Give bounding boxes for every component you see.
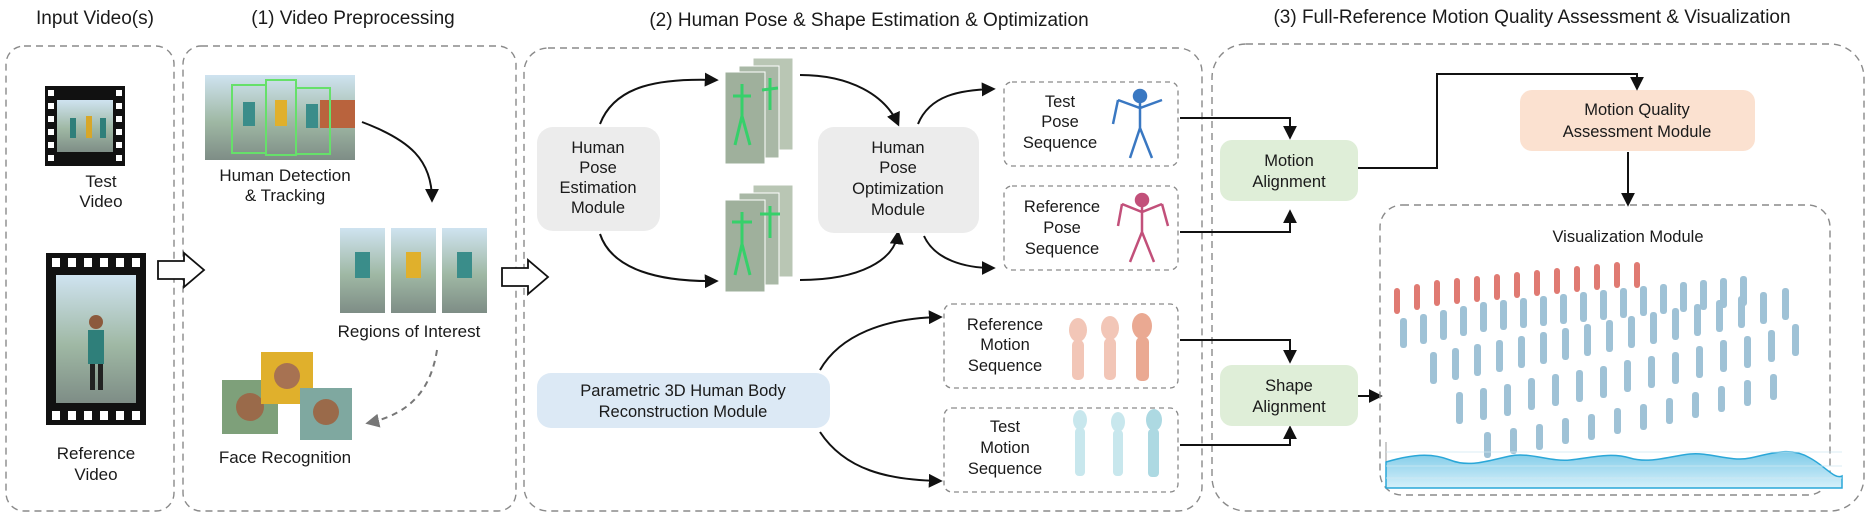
roi-label: Regions of Interest (338, 322, 481, 341)
test-skeleton-icon (1111, 88, 1163, 159)
arrow-hpo-to-test-pose-seq (917, 82, 996, 125)
test-pose-frames (724, 57, 794, 165)
human-detection-label-l2: & Tracking (245, 186, 325, 205)
face-recognition-images (222, 352, 352, 440)
shape-alignment-module (1220, 365, 1358, 426)
test-motion-sequence-box (943, 407, 1179, 493)
frame-pose-estimation (523, 47, 1203, 512)
test-motion-figures (1073, 409, 1162, 477)
mqa-label-l1: Motion Quality (1584, 101, 1690, 119)
p3d-label-l1: Parametric 3D Human Body (580, 382, 786, 400)
motion-quality-curve (1385, 442, 1843, 489)
ref-motion-seq-l1: Reference (967, 316, 1043, 334)
reference-motion-figures (1069, 313, 1152, 381)
ref-pose-seq-l3: Sequence (1025, 240, 1099, 258)
motion-quality-assessment-module (1520, 90, 1755, 151)
arrow-p3d-to-reference-motion (819, 310, 943, 371)
test-pose-seq-l1: Test (1045, 93, 1076, 111)
title-pose-shape-estimation: (2) Human Pose & Shape Estimation & Opti… (649, 10, 1088, 31)
dashed-arrow-roi-to-face (365, 349, 438, 428)
hpo-label-l4: Module (871, 201, 925, 219)
shape-alignment-l2: Alignment (1252, 398, 1326, 416)
hpe-label-l1: Human (571, 139, 624, 157)
title-motion-quality-assessment: (3) Full-Reference Motion Quality Assess… (1273, 7, 1790, 28)
hpe-label-l4: Module (571, 199, 625, 217)
ref-motion-seq-l2: Motion (980, 336, 1030, 354)
title-video-preprocessing: (1) Video Preprocessing (251, 8, 454, 29)
parametric-3d-body-module (537, 373, 830, 428)
p3d-label-l2: Reconstruction Module (599, 403, 768, 421)
reference-video-filmstrip (46, 253, 146, 425)
test-pose-seq-l3: Sequence (1023, 134, 1097, 152)
test-motion-seq-l3: Sequence (968, 460, 1042, 478)
human-pose-estimation-module (537, 127, 660, 231)
title-input-videos: Input Video(s) (36, 8, 154, 29)
detection-image (205, 75, 355, 160)
hpo-label-l2: Pose (879, 159, 917, 177)
motion-visualization-figures (1394, 262, 1799, 458)
regions-of-interest-images (340, 228, 487, 313)
arrow-detection-to-roi (361, 121, 439, 203)
hpe-label-l3: Estimation (559, 179, 636, 197)
reference-video-label-l2: Video (74, 465, 117, 484)
reference-motion-sequence-box (943, 303, 1179, 389)
reference-video-label-l1: Reference (57, 444, 135, 463)
mqa-label-l2: Assessment Module (1563, 123, 1712, 141)
arrow-motion-alignment-to-mqa (1358, 73, 1644, 169)
motion-alignment-l1: Motion (1264, 152, 1314, 170)
arrow-reference-motion-to-shape-alignment (1180, 339, 1297, 364)
human-pose-optimization-module (818, 127, 979, 233)
reference-skeleton-icon (1116, 192, 1170, 263)
hpe-label-l2: Pose (579, 159, 617, 177)
ref-motion-seq-l3: Sequence (968, 357, 1042, 375)
human-detection-label-l1: Human Detection (219, 166, 350, 185)
hpo-label-l3: Optimization (852, 180, 944, 198)
hollow-arrow-input-to-preprocessing (157, 251, 206, 289)
face-recognition-label: Face Recognition (219, 448, 351, 467)
test-motion-seq-l2: Motion (980, 439, 1030, 457)
arrow-hpe-to-reference-frames (599, 233, 719, 289)
frame-assessment (1211, 43, 1865, 512)
visualization-module-frame (1379, 204, 1831, 496)
test-video-label-l2: Video (79, 192, 122, 211)
visualization-module-label: Visualization Module (1552, 228, 1703, 246)
arrow-reference-pose-to-motion-alignment (1180, 209, 1297, 233)
arrow-hpe-to-test-frames (599, 72, 719, 125)
motion-alignment-l2: Alignment (1252, 173, 1326, 191)
test-pose-sequence-box (1003, 81, 1179, 167)
reference-pose-frames (724, 184, 794, 293)
arrow-hpo-to-reference-pose-seq (923, 235, 996, 275)
motion-alignment-module (1220, 140, 1358, 201)
hollow-arrow-preprocessing-to-pose (501, 258, 550, 296)
test-pose-seq-l2: Pose (1041, 113, 1079, 131)
test-video-label-l1: Test (85, 172, 116, 191)
arrow-p3d-to-test-motion (819, 431, 943, 488)
arrow-test-pose-to-motion-alignment (1180, 117, 1297, 140)
test-motion-seq-l1: Test (990, 418, 1021, 436)
arrow-reference-frames-to-hpo (799, 230, 904, 281)
ref-pose-seq-l2: Pose (1043, 219, 1081, 237)
hpo-label-l1: Human (871, 139, 924, 157)
ref-pose-seq-l1: Reference (1024, 198, 1100, 216)
arrow-test-motion-to-shape-alignment (1180, 425, 1297, 446)
shape-alignment-l1: Shape (1265, 377, 1313, 395)
arrow-test-frames-to-hpo (799, 74, 900, 127)
test-video-filmstrip (45, 86, 125, 166)
